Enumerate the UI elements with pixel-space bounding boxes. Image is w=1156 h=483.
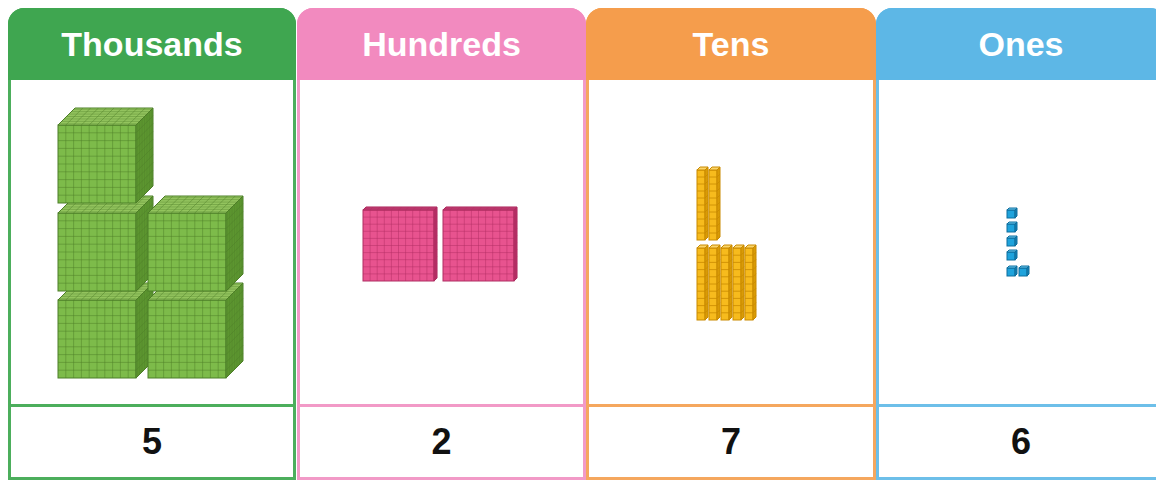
block-part (1015, 236, 1017, 246)
ten-rod (709, 167, 720, 240)
place-value-column: Hundreds 2 (297, 8, 586, 480)
ten-rod (733, 245, 744, 320)
thousand-cube (58, 108, 153, 203)
one-cube (1007, 250, 1017, 260)
block-part (1015, 250, 1017, 260)
place-name: Ones (978, 25, 1063, 64)
block-part (58, 108, 153, 203)
place-value-column: Thousands 5 (8, 8, 296, 480)
digit-cell: 6 (879, 404, 1156, 477)
one-cube (1007, 266, 1017, 276)
digit-cell: 7 (589, 404, 873, 477)
ten-rod (709, 245, 720, 320)
one-cube (1007, 222, 1017, 232)
digit: 2 (431, 421, 451, 463)
place-name: Thousands (61, 25, 242, 64)
block-part (1015, 222, 1017, 232)
ten-rod (697, 245, 708, 320)
digit: 7 (721, 421, 741, 463)
block-part (1015, 208, 1017, 218)
column-header: Tens (586, 8, 876, 80)
block-part (148, 283, 243, 378)
place-value-column: Ones 6 (876, 8, 1156, 480)
ten-rod (721, 245, 732, 320)
block-part (709, 174, 720, 233)
block-part (58, 196, 153, 291)
one-cube (1019, 266, 1029, 276)
block-part (721, 252, 732, 313)
digit: 5 (142, 421, 162, 463)
column-header: Thousands (8, 8, 296, 80)
digit-cell: 2 (300, 404, 583, 477)
block-part (1007, 238, 1015, 246)
digit: 6 (1011, 421, 1031, 463)
place-name: Tens (693, 25, 770, 64)
block-part (745, 252, 756, 313)
thousand-cube (148, 196, 243, 291)
block-part (1015, 266, 1017, 276)
one-cube (1007, 236, 1017, 246)
ten-rod (697, 167, 708, 240)
block-part (58, 283, 153, 378)
block-part (697, 174, 708, 233)
block-part (1007, 210, 1015, 218)
block-part (1007, 268, 1015, 276)
block-part (1019, 268, 1027, 276)
thousand-cube (58, 196, 153, 291)
block-part (363, 207, 437, 281)
digit-cell: 5 (11, 404, 293, 477)
one-cube (1007, 208, 1017, 218)
hundred-flat (363, 207, 437, 281)
block-part (1007, 224, 1015, 232)
block-part (1027, 266, 1029, 276)
block-part (697, 252, 708, 313)
block-part (733, 252, 744, 313)
place-value-column: Tens 7 (586, 8, 876, 480)
ten-rod (745, 245, 756, 320)
block-part (148, 196, 243, 291)
block-part (1007, 252, 1015, 260)
thousand-cube (58, 283, 153, 378)
block-part (709, 252, 720, 313)
hundred-flat (443, 207, 517, 281)
column-header: Hundreds (297, 8, 586, 80)
place-name: Hundreds (362, 25, 521, 64)
column-header: Ones (876, 8, 1156, 80)
thousand-cube (148, 283, 243, 378)
block-part (443, 207, 517, 281)
